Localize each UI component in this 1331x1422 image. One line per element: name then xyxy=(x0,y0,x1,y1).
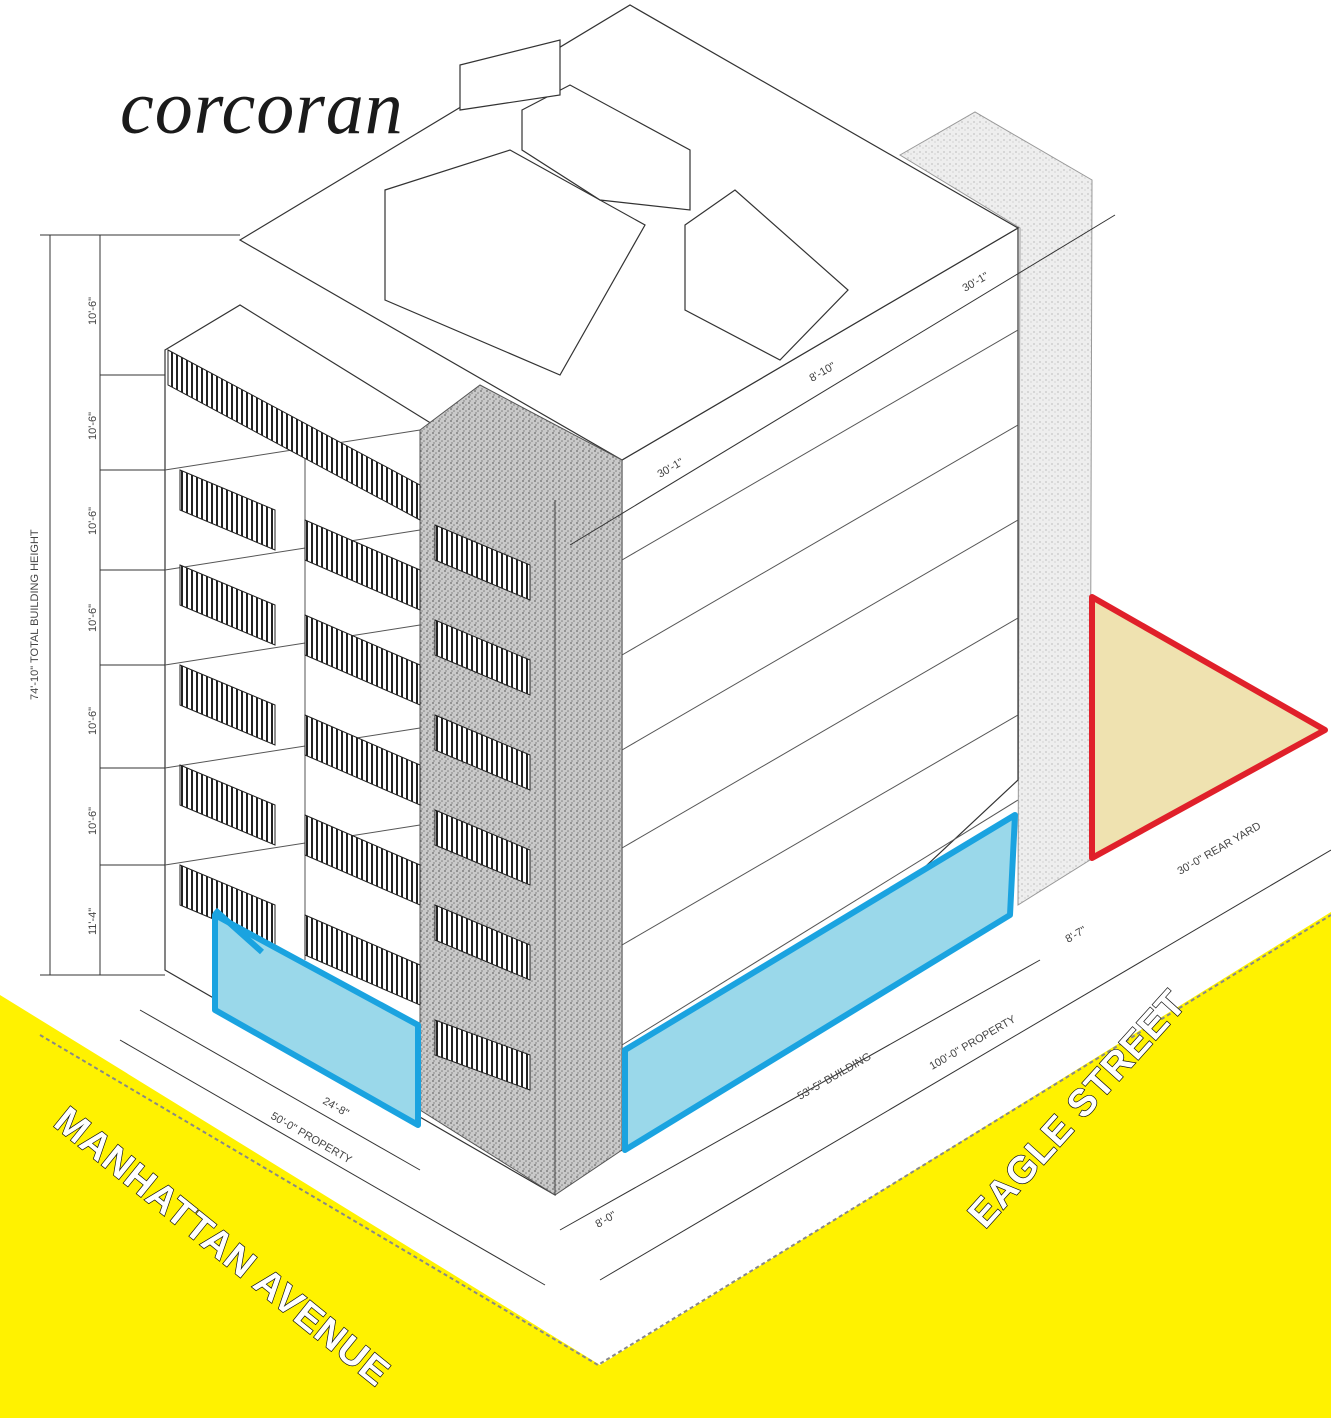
ground-area xyxy=(0,912,1331,1418)
floor-height-label: 10'-6" xyxy=(87,707,99,735)
curb-line xyxy=(39,914,1331,1367)
balconies-middle xyxy=(167,349,421,1006)
side-ground-floor-highlight xyxy=(622,812,1018,1153)
rear-yard-label: 30'-0" REAR YARD xyxy=(1176,820,1264,878)
front-property-label: 50'-0" PROPERTY xyxy=(269,1110,355,1166)
side-building-label: 53'-5" BUILDING xyxy=(796,1051,874,1103)
floor-height-label: 10'-6" xyxy=(87,297,99,325)
floor-height-label: 10'-6" xyxy=(87,604,99,632)
balconies-left xyxy=(179,469,276,946)
front-ground-floor-highlight xyxy=(212,912,421,1128)
rear-offset-label: 8'-7" xyxy=(1064,924,1089,945)
rear-yard-triangle xyxy=(1089,594,1328,861)
floor-height-label: 10'-6" xyxy=(87,412,99,440)
corcoran-logo: corcoran xyxy=(120,66,404,150)
side-floor-lines xyxy=(621,329,1019,1046)
corner-offset-label: 8'-0" xyxy=(594,1209,619,1230)
dimension-lines xyxy=(40,214,1331,1286)
total-height-label: 74'-10" TOTAL BUILDING HEIGHT xyxy=(29,529,41,700)
floor-height-labels: 10'-6" 10'-6" 10'-6" 10'-6" 10'-6" 10'-6… xyxy=(87,297,99,935)
balconies-corner xyxy=(434,524,531,1091)
roof-bulkheads xyxy=(384,39,849,376)
floor-height-label: 10'-6" xyxy=(87,507,99,535)
floor-height-label: 11'-4" xyxy=(87,908,99,935)
floor-height-label: 10'-6" xyxy=(87,807,99,835)
side-property-label: 100'-0" PROPERTY xyxy=(928,1013,1019,1072)
